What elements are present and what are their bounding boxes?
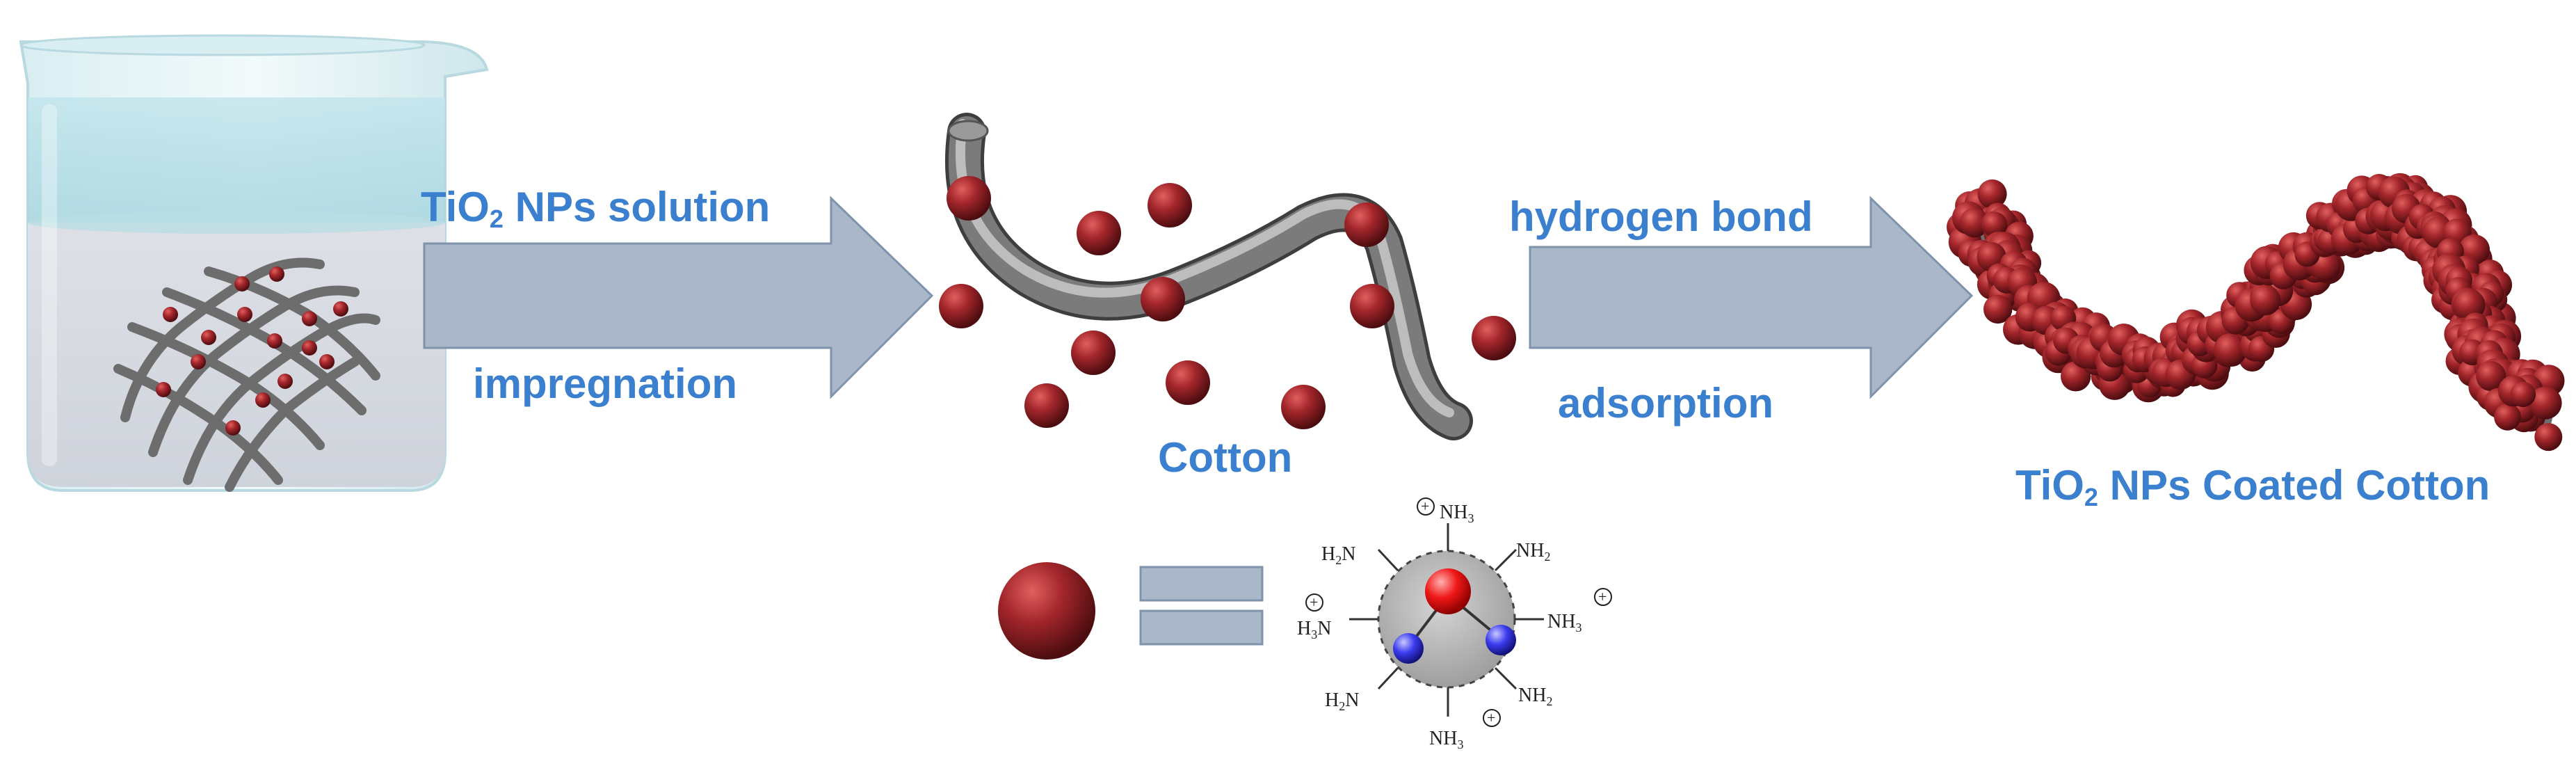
legend (998, 523, 1544, 717)
coated-nanoparticle (2214, 333, 2247, 367)
coated-cotton-icon (1947, 173, 2565, 452)
step2-top-label: hydrogen bond (1509, 193, 1813, 240)
coated-nanoparticle (1983, 294, 2013, 324)
functionalized-particle-icon (1349, 523, 1544, 717)
process-arrow-2 (1529, 196, 1974, 399)
equals-sign-icon (1139, 566, 1264, 646)
step1-bottom-label: impregnation (473, 360, 738, 407)
step2-bottom-label: adsorption (1558, 380, 1773, 426)
beaker-icon (19, 34, 489, 492)
coated-nanoparticle (2476, 361, 2506, 392)
coated-nanoparticle (2510, 381, 2536, 408)
legend-nanoparticle-icon (998, 562, 1095, 660)
coated-nanoparticle (1959, 207, 1990, 238)
beaker-nanoparticles (156, 266, 348, 436)
cotton-label: Cotton (1158, 434, 1293, 481)
cotton-mesh-in-beaker (113, 257, 380, 492)
coated-nanoparticle (1981, 212, 2008, 238)
coated-nanoparticle (2250, 285, 2281, 316)
free-nanoparticles (939, 176, 1516, 429)
coated-nanoparticle (1977, 179, 2007, 209)
coated-nanoparticle (2534, 423, 2563, 452)
coated-nanoparticle (2061, 361, 2091, 392)
coated-nanoparticle (2529, 386, 2562, 420)
cotton-fiber-icon (944, 113, 1473, 440)
result-label: TiO2 NPs Coated Cotton (2015, 462, 2490, 511)
coated-nanoparticle (2494, 403, 2521, 431)
process-arrow-1 (423, 196, 934, 399)
step1-top-label: TiO2 NPs solution (421, 184, 771, 233)
